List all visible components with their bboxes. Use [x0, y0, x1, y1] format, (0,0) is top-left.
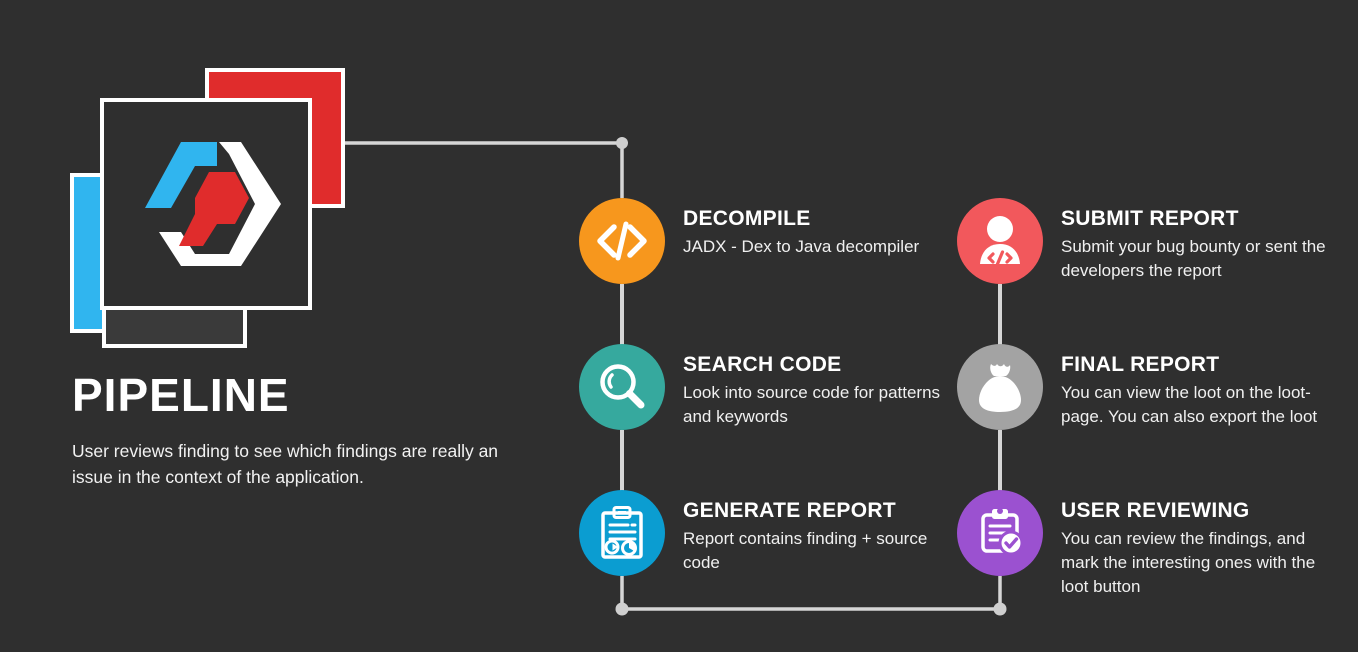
step-submit-report-description: Submit your bug bounty or sent the devel… — [1061, 237, 1326, 280]
step-submit-report-icon-circle — [957, 198, 1043, 284]
clipboard-check-icon — [981, 508, 1024, 556]
step-user-reviewing-description: You can review the findings, and mark th… — [1061, 529, 1316, 596]
step-submit-report[interactable]: SUBMIT REPORT Submit your bug bounty or … — [957, 198, 1329, 284]
step-generate-report-description: Report contains finding + source code — [683, 529, 928, 572]
step-final-report-text: FINAL REPORT You can view the loot on th… — [1061, 344, 1329, 429]
step-user-reviewing-icon-circle — [957, 490, 1043, 576]
step-search-code-description: Look into source code for patterns and k… — [683, 383, 941, 426]
step-decompile-text: DECOMPILE JADX - Dex to Java decompiler — [683, 198, 948, 259]
logo-card-stack — [70, 68, 370, 358]
step-generate-report[interactable]: GENERATE REPORT Report contains finding … — [579, 490, 948, 576]
logo-card-back — [102, 306, 247, 348]
step-decompile-title: DECOMPILE — [683, 207, 811, 230]
logo-card-main — [100, 98, 312, 310]
step-search-code-icon-circle — [579, 344, 665, 430]
magnifier-icon — [600, 364, 645, 409]
step-final-report-title: FINAL REPORT — [1061, 353, 1220, 376]
connector-node-bottom-right — [993, 602, 1007, 616]
step-decompile-icon-circle — [579, 198, 665, 284]
step-submit-report-text: SUBMIT REPORT Submit your bug bounty or … — [1061, 198, 1329, 283]
connector-node-top — [616, 137, 628, 149]
step-generate-report-title: GENERATE REPORT — [683, 499, 896, 522]
step-generate-report-text: GENERATE REPORT Report contains finding … — [683, 490, 948, 575]
step-decompile[interactable]: DECOMPILE JADX - Dex to Java decompiler — [579, 198, 948, 284]
step-search-code[interactable]: SEARCH CODE Look into source code for pa… — [579, 344, 948, 430]
step-user-reviewing[interactable]: USER REVIEWING You can review the findin… — [957, 490, 1329, 599]
money-bag-icon — [979, 364, 1021, 412]
step-generate-report-icon-circle — [579, 490, 665, 576]
step-final-report-description: You can view the loot on the loot-page. … — [1061, 383, 1318, 426]
code-brackets-icon — [597, 221, 647, 261]
developer-person-icon — [980, 216, 1020, 266]
step-decompile-description: JADX - Dex to Java decompiler — [683, 237, 920, 256]
step-user-reviewing-text: USER REVIEWING You can review the findin… — [1061, 490, 1329, 599]
step-final-report-icon-circle — [957, 344, 1043, 430]
brand-block: PIPELINE User reviews finding to see whi… — [0, 0, 560, 652]
page-description: User reviews finding to see which findin… — [72, 441, 499, 487]
step-submit-report-title: SUBMIT REPORT — [1061, 207, 1239, 230]
connector-generate-to-user-reviewing — [620, 576, 1002, 611]
hexagon-logo-icon — [145, 142, 281, 266]
step-user-reviewing-title: USER REVIEWING — [1061, 499, 1250, 522]
step-search-code-text: SEARCH CODE Look into source code for pa… — [683, 344, 948, 429]
step-final-report[interactable]: FINAL REPORT You can view the loot on th… — [957, 344, 1329, 430]
clipboard-chart-icon — [601, 506, 643, 559]
page-title: PIPELINE — [72, 369, 290, 421]
connector-node-bottom-left — [615, 602, 629, 616]
step-search-code-title: SEARCH CODE — [683, 353, 842, 376]
